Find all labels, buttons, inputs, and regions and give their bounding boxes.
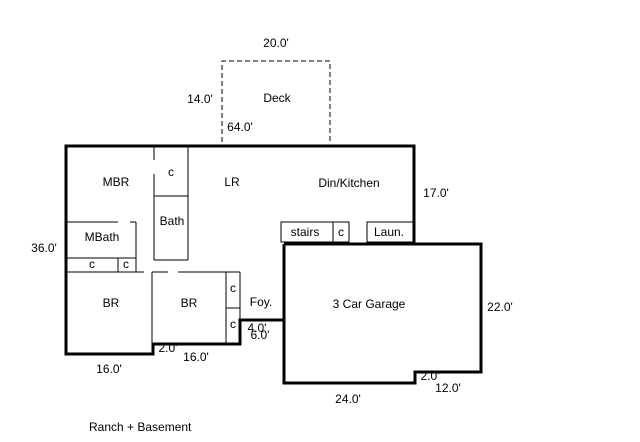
room-bath: Bath — [160, 214, 185, 228]
room-mbr: MBR — [103, 175, 130, 189]
dim-foyer-width: 4.0' — [248, 321, 267, 335]
dim-foyer-depth: 6.0' — [251, 328, 270, 342]
room-laundry: Laun. — [374, 225, 404, 239]
room-closet-c: c — [230, 281, 236, 295]
house-outer-wall — [64, 144, 416, 356]
room-mbath: MBath — [85, 230, 120, 244]
dim-garage-step: 2.0' — [421, 369, 440, 383]
dim-left-wall: 36.0' — [31, 241, 57, 255]
dim-step-left: 2.0' — [159, 341, 178, 355]
dim-deck-width: 20.0' — [263, 36, 289, 50]
room-br-left: BR — [103, 296, 120, 310]
room-foyer: Foy. — [250, 295, 272, 309]
plan-caption: Ranch + Basement — [89, 420, 192, 434]
dim-house-width: 64.0' — [227, 120, 253, 134]
dim-garage-width: 24.0' — [335, 392, 361, 406]
room-closet-a: c — [89, 257, 95, 271]
dim-garage-depth: 22.0' — [487, 300, 513, 314]
room-stairs: stairs — [291, 225, 320, 239]
dim-bottom-mid: 16.0' — [183, 350, 209, 364]
room-br-mid: BR — [181, 296, 198, 310]
dim-deck-depth: 14.0' — [187, 92, 213, 106]
room-lr: LR — [224, 175, 240, 189]
deck-outline — [221, 60, 331, 142]
room-dining-kitchen: Din/Kitchen — [318, 176, 379, 190]
dim-garage-bottom-right: 12.0' — [435, 381, 461, 395]
room-deck: Deck — [263, 91, 291, 105]
room-closet-d: c — [230, 317, 236, 331]
dim-bottom-left: 16.0' — [96, 362, 122, 376]
room-closet-mbr: c — [168, 165, 174, 179]
room-closet-b: c — [123, 257, 129, 271]
room-closet-stairs: c — [338, 225, 344, 239]
interior-walls — [66, 146, 415, 344]
dim-right-wall: 17.0' — [423, 186, 449, 200]
garage-outer-wall — [282, 242, 483, 385]
room-garage: 3 Car Garage — [333, 297, 406, 311]
